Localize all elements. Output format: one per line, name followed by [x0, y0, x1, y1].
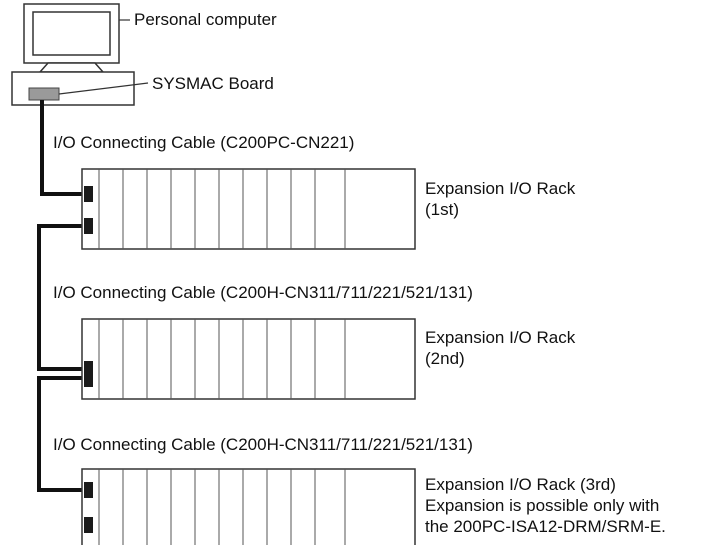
- personal-computer: [11, 3, 135, 106]
- sysmac-board: [28, 87, 60, 101]
- label-rack-3-note-1: Expansion is possible only with: [425, 496, 660, 515]
- rack-3-connector-in: [84, 482, 93, 498]
- expansion-rack-1: [81, 168, 416, 250]
- label-cable-2: I/O Connecting Cable (C200H-CN311/711/22…: [53, 283, 473, 302]
- cable-2: [37, 224, 82, 371]
- label-rack-1-title: Expansion I/O Rack: [425, 179, 576, 198]
- rack-2-connector-out: [84, 371, 93, 387]
- label-rack-2-order: (2nd): [425, 349, 465, 368]
- cables: [37, 100, 82, 492]
- label-sysmac-board: SYSMAC Board: [152, 74, 274, 93]
- expansion-rack-2: [81, 318, 416, 400]
- sysmac-board-leader: [58, 82, 149, 95]
- rack-1-connector-in: [84, 186, 93, 202]
- label-rack-2-title: Expansion I/O Rack: [425, 328, 576, 347]
- cable-3: [37, 376, 82, 492]
- label-personal-computer: Personal computer: [134, 10, 277, 29]
- label-cable-1: I/O Connecting Cable (C200PC-CN221): [53, 133, 355, 152]
- expansion-rack-3: [81, 468, 416, 545]
- monitor-screen: [32, 11, 111, 56]
- label-rack-3-title: Expansion I/O Rack (3rd): [425, 475, 616, 494]
- cable-1: [40, 100, 82, 196]
- label-rack-3-note-2: the 200PC-ISA12-DRM/SRM-E.: [425, 517, 666, 536]
- monitor-stand: [38, 62, 105, 73]
- rack-3-connector-out: [84, 517, 93, 533]
- rack-1-connector-out: [84, 218, 93, 234]
- rack-2-connector-in: [84, 361, 93, 377]
- label-cable-3: I/O Connecting Cable (C200H-CN311/711/22…: [53, 435, 473, 454]
- label-rack-1-order: (1st): [425, 200, 459, 219]
